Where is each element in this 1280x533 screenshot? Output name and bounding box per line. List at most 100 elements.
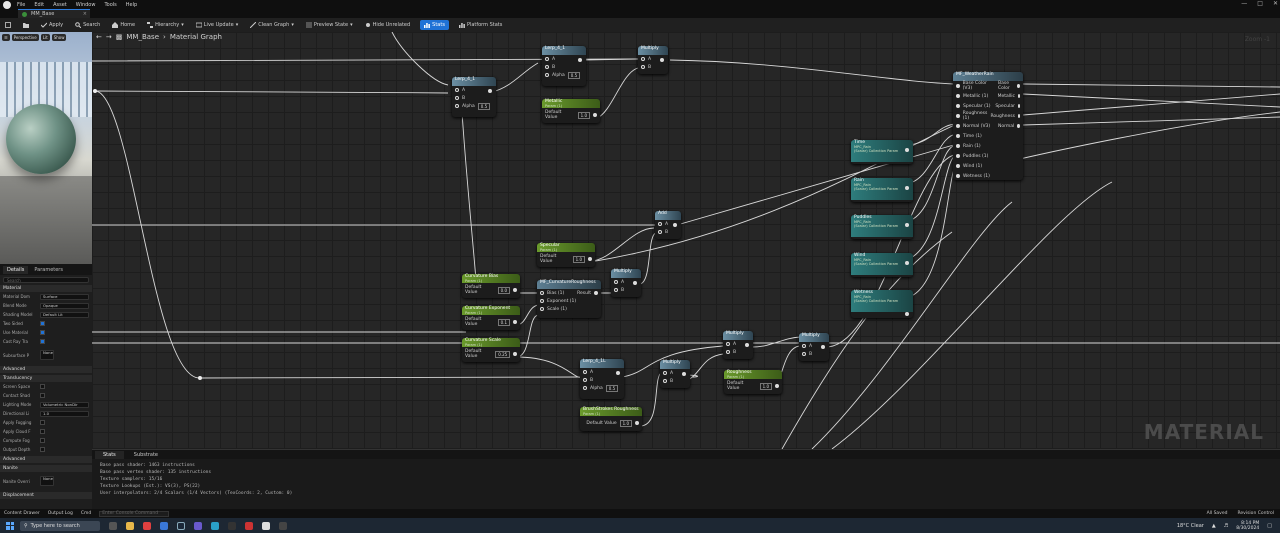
material-domain-dropdown[interactable]: Surface: [40, 293, 89, 300]
revision-control-button[interactable]: Revision Control: [1237, 511, 1274, 516]
output-pin[interactable]: [633, 281, 637, 285]
node-mf-weather-rain[interactable]: MF_WeatherRain Base Color (V3) Metallic …: [953, 72, 1023, 180]
input-pin[interactable]: [956, 124, 960, 128]
output-pin[interactable]: [616, 371, 620, 375]
tab-details[interactable]: Details: [3, 265, 29, 274]
blend-mode-dropdown[interactable]: Opaque: [40, 302, 89, 309]
input-pin[interactable]: [956, 114, 960, 118]
output-pin[interactable]: [673, 223, 677, 227]
windows-start-icon[interactable]: [6, 521, 14, 530]
input-pin[interactable]: [802, 352, 806, 356]
output-pin[interactable]: [660, 58, 664, 62]
input-pin[interactable]: [545, 65, 549, 69]
input-pin[interactable]: [726, 342, 730, 346]
input-pin[interactable]: [956, 164, 960, 168]
input-pin[interactable]: [956, 144, 960, 148]
output-pin[interactable]: [775, 384, 779, 388]
section-material[interactable]: Material: [0, 285, 92, 292]
close-icon[interactable]: ✕: [1272, 0, 1278, 7]
app-icon[interactable]: [211, 521, 219, 530]
output-pin[interactable]: [594, 291, 598, 295]
node-multiply-4[interactable]: Multiply A B: [723, 331, 753, 359]
preview-state-button[interactable]: Preview State▾: [304, 20, 355, 30]
compute-fog-checkbox[interactable]: [40, 438, 45, 443]
input-pin[interactable]: [956, 84, 960, 88]
section-nanite[interactable]: Nanite: [0, 465, 92, 472]
output-pin[interactable]: [905, 223, 909, 227]
input-pin[interactable]: [641, 65, 645, 69]
clean-graph-button[interactable]: Clean Graph▾: [248, 20, 296, 30]
input-pin[interactable]: [663, 379, 667, 383]
input-pin[interactable]: [956, 174, 960, 178]
two-sided-checkbox[interactable]: [40, 321, 45, 326]
alpha-value[interactable]: 0.5: [605, 384, 619, 392]
minimize-icon[interactable]: —: [1241, 0, 1248, 7]
steam-icon[interactable]: [177, 521, 185, 530]
app-icon[interactable]: [279, 521, 287, 530]
section-advanced[interactable]: Advanced: [0, 366, 92, 373]
input-pin[interactable]: [540, 307, 544, 311]
weather-widget[interactable]: 18°C Clear: [1176, 522, 1204, 529]
default-value-field[interactable]: 0.1: [497, 318, 511, 326]
console-command-input[interactable]: Enter Console Command: [99, 510, 170, 517]
output-pin[interactable]: [635, 421, 639, 425]
perspective-button[interactable]: Perspective: [11, 34, 39, 41]
output-pin[interactable]: [488, 89, 492, 93]
input-pin[interactable]: [583, 370, 587, 374]
save-icon[interactable]: [3, 20, 13, 30]
output-pin[interactable]: [1018, 94, 1020, 98]
hierarchy-button[interactable]: Hierarchy▾: [145, 20, 186, 30]
contact-shadows-checkbox[interactable]: [40, 393, 45, 398]
input-pin[interactable]: [802, 344, 806, 348]
use-material-checkbox[interactable]: [40, 330, 45, 335]
all-saved-status[interactable]: All Saved: [1206, 511, 1228, 516]
input-pin[interactable]: [956, 154, 960, 158]
notifications-icon[interactable]: □: [1267, 522, 1272, 529]
input-pin[interactable]: [540, 291, 544, 295]
input-pin[interactable]: [583, 386, 587, 390]
alpha-value[interactable]: 0.5: [477, 102, 491, 110]
default-value-field[interactable]: 1.0: [759, 382, 773, 390]
menu-asset[interactable]: Asset: [53, 1, 67, 8]
input-pin[interactable]: [583, 378, 587, 382]
menu-tools[interactable]: Tools: [104, 1, 117, 8]
tab-substrate[interactable]: Substrate: [133, 451, 159, 458]
default-value-field[interactable]: 1.0: [572, 255, 586, 263]
shading-model-dropdown[interactable]: Default Lit: [40, 311, 89, 318]
back-arrow-icon[interactable]: ←: [96, 33, 102, 41]
lighting-mode-dropdown[interactable]: Volumetric NonDir: [40, 401, 89, 408]
input-pin[interactable]: [540, 299, 544, 303]
default-value-field[interactable]: 1.0: [577, 111, 591, 119]
output-pin[interactable]: [682, 372, 686, 376]
output-pin[interactable]: [513, 352, 517, 356]
output-pin[interactable]: [905, 186, 909, 190]
output-pin[interactable]: [745, 343, 749, 347]
output-pin[interactable]: [1017, 124, 1020, 128]
input-pin[interactable]: [641, 57, 645, 61]
hide-unrelated-button[interactable]: Hide Unrelated: [363, 20, 413, 30]
apply-cloud-fogging-checkbox[interactable]: [40, 429, 45, 434]
directional-lighting-field[interactable]: 1.0: [40, 410, 89, 417]
node-multiply-1[interactable]: Multiply A B: [638, 46, 668, 74]
alpha-value[interactable]: 0.5: [567, 71, 581, 79]
material-graph-canvas[interactable]: [92, 32, 1280, 449]
epic-launcher-icon[interactable]: [228, 521, 236, 530]
input-pin[interactable]: [545, 73, 549, 77]
output-pin[interactable]: [593, 113, 597, 117]
output-pin[interactable]: [1018, 114, 1020, 118]
lit-button[interactable]: Lit: [40, 34, 50, 41]
tab-parameters[interactable]: Parameters: [34, 266, 63, 273]
nanite-override-asset[interactable]: None: [40, 476, 54, 486]
unreal-editor-icon[interactable]: [262, 521, 270, 530]
unreal-logo-icon[interactable]: [3, 0, 11, 9]
input-pin[interactable]: [956, 134, 960, 138]
